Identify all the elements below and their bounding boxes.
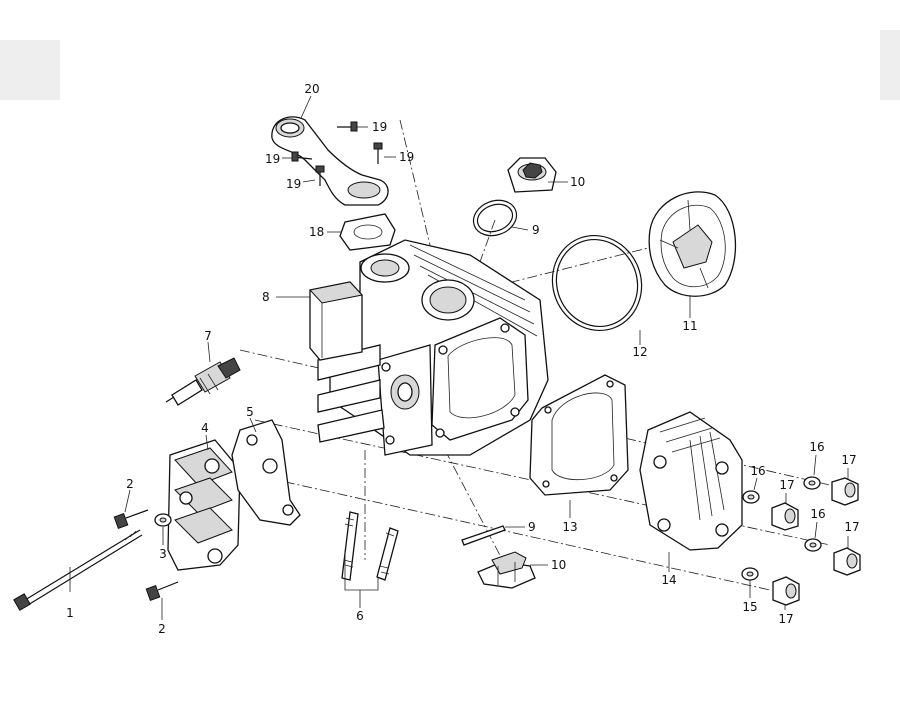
bolt-part-19-a: [337, 121, 358, 132]
callout-19-a: 19: [372, 120, 387, 134]
callout-16-a: 16: [809, 440, 824, 454]
callout-9-lower: 9: [528, 520, 536, 534]
stud-part-6-right: [376, 527, 399, 581]
washer-part-16-b: [742, 490, 760, 504]
callout-1: 1: [66, 606, 74, 620]
callout-10-top: 10: [570, 175, 585, 189]
cap-nut-part-17-a: [831, 477, 859, 506]
bolt-part-2-upper: [113, 509, 149, 529]
o-ring-part-9-top: [472, 199, 518, 237]
head-gasket-part-13: [529, 374, 629, 496]
bolt-part-19-d: [315, 165, 325, 186]
callout-7: 7: [204, 329, 212, 343]
callout-19-d: 19: [286, 177, 301, 191]
callout-5: 5: [246, 405, 254, 419]
washer-part-16-c: [804, 538, 822, 552]
pin-part-9-lower: [461, 525, 506, 546]
cap-nut-part-10-top: [507, 157, 557, 193]
gasket-part-18: [339, 213, 396, 251]
callout-11: 11: [682, 319, 697, 333]
fan-cover-part-11: [648, 191, 737, 297]
fin-block-part-8: [309, 281, 363, 361]
callout-17-d: 17: [778, 612, 793, 626]
callout-18: 18: [309, 225, 324, 239]
washer-part-16-a: [803, 476, 821, 490]
stud-part-6-left: [341, 511, 359, 581]
callout-2-upper: 2: [126, 477, 134, 491]
cylinder-head-body: [317, 239, 549, 456]
callout-19-c: 19: [399, 150, 414, 164]
gasket-part-5: [231, 419, 301, 526]
callout-17-b: 17: [779, 478, 794, 492]
bolt-part-19-c: [373, 142, 383, 164]
callout-12: 12: [632, 345, 647, 359]
callout-9-top: 9: [532, 223, 540, 237]
cap-nut-part-17-d: [772, 576, 800, 606]
callout-6: 6: [356, 609, 364, 623]
callout-16-c: 16: [810, 507, 825, 521]
callout-8: 8: [262, 290, 270, 304]
callout-10-lower: 10: [551, 558, 566, 572]
callout-17-a: 17: [841, 453, 856, 467]
cap-nut-part-10-lower: [477, 551, 536, 589]
callout-14: 14: [661, 573, 676, 587]
callout-4: 4: [201, 421, 209, 435]
callout-20: 20: [304, 82, 319, 96]
bolt-part-19-b: [291, 151, 313, 162]
long-bolt-part-1: [13, 529, 143, 611]
callout-16-b: 16: [750, 464, 765, 478]
head-cover-part-14: [639, 411, 743, 551]
callout-labels: 20 19 19 19 19 18 8 10 9 12 11 7 5 4 2 3…: [66, 82, 859, 636]
intake-pipe-part-20: [271, 116, 389, 206]
callout-17-c: 17: [844, 520, 859, 534]
spark-plug-part-7: [165, 357, 241, 406]
cap-nut-part-17-b: [771, 502, 799, 531]
leader-lines: [69, 95, 849, 620]
bolt-part-2-lower: [145, 581, 179, 601]
callout-15: 15: [742, 600, 757, 614]
reed-block-part-4: [167, 439, 241, 571]
callout-19-b: 19: [265, 152, 280, 166]
cap-nut-part-17-c: [833, 547, 861, 576]
callout-13: 13: [562, 520, 577, 534]
washer-part-3: [154, 513, 172, 527]
callout-2-lower: 2: [158, 622, 166, 636]
washer-part-15: [741, 567, 759, 581]
callout-3: 3: [159, 547, 167, 561]
seal-ring-part-12: [551, 234, 643, 332]
